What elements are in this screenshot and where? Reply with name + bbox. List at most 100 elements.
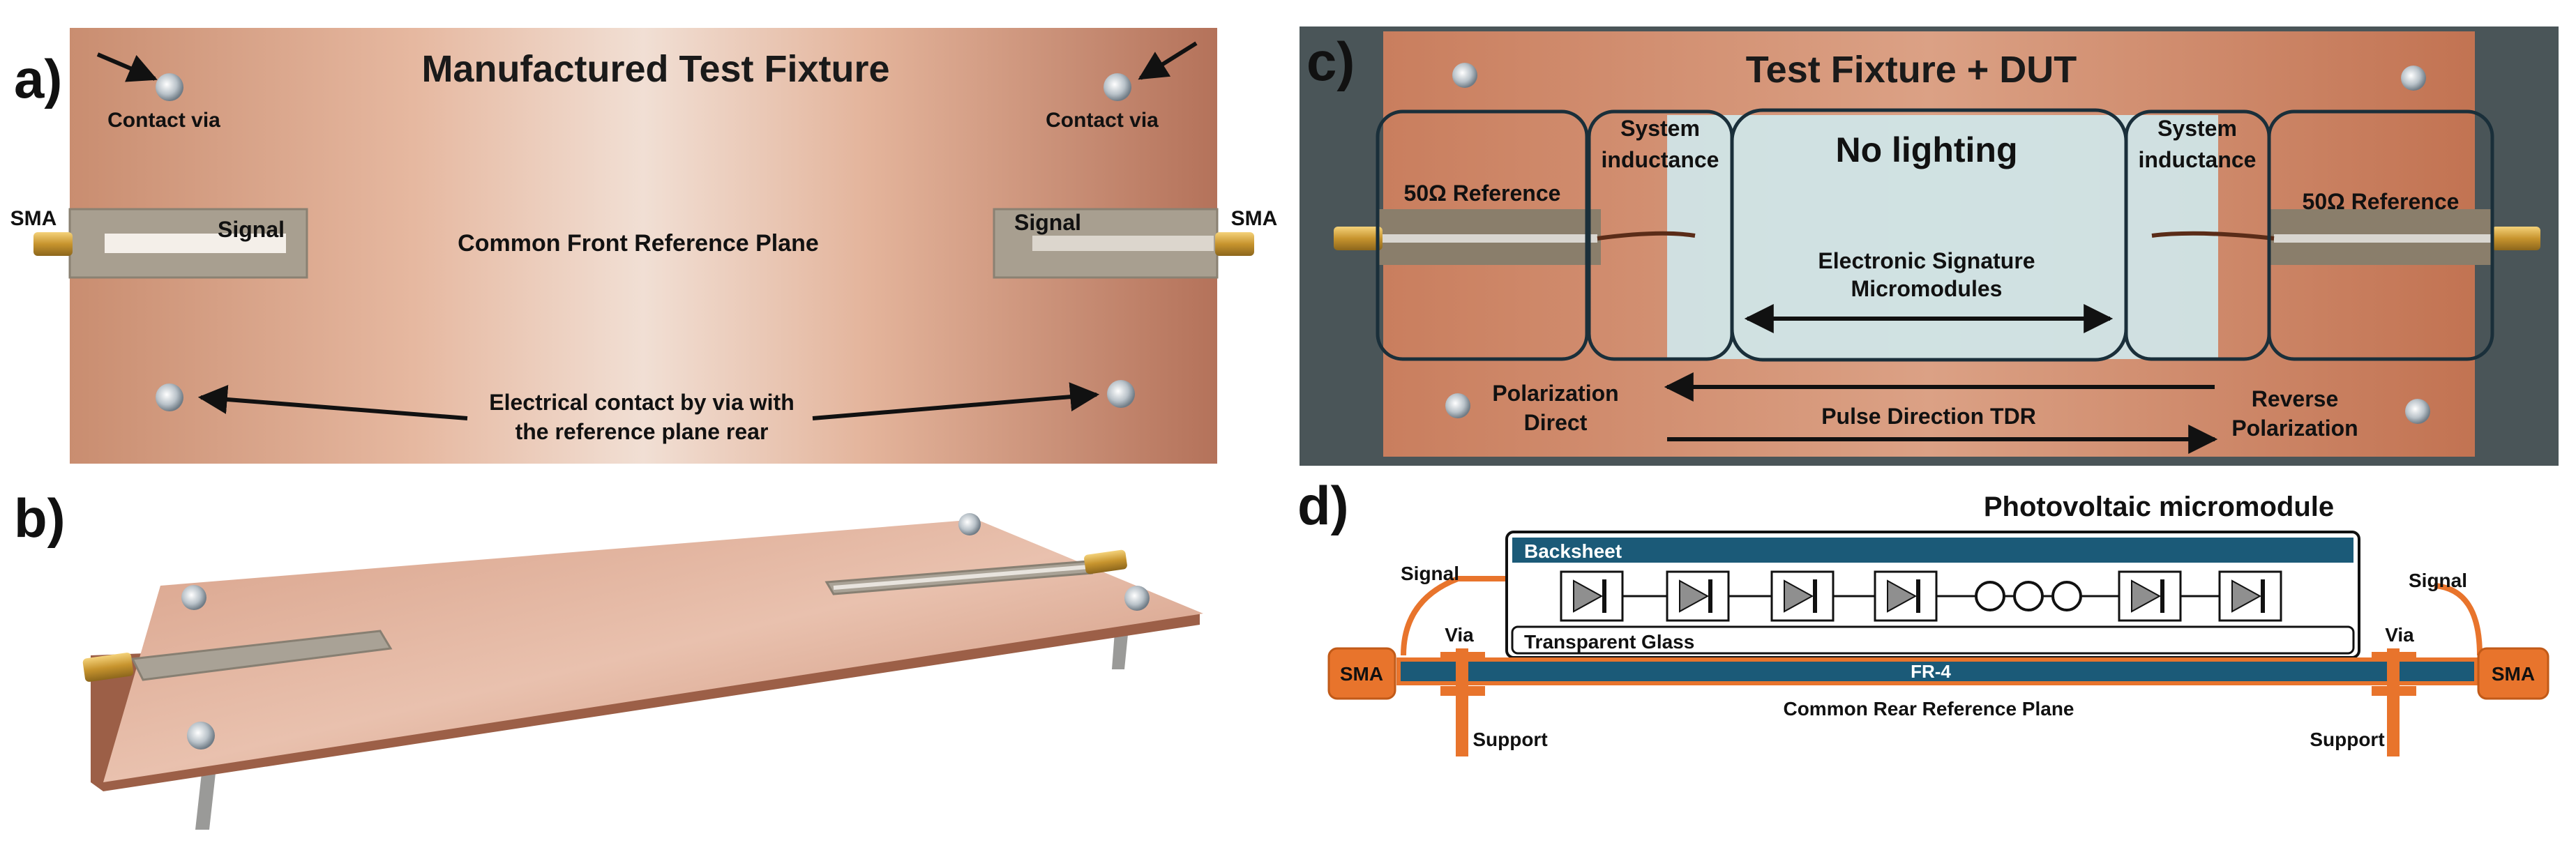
panel-a-label: a) [14, 48, 62, 109]
panel-a-sma-left-label: SMA [10, 207, 57, 230]
panel-a-via-top-right [1104, 73, 1131, 101]
panel-a-signal-trace-right [1032, 236, 1214, 251]
panel-b-label: b) [14, 487, 66, 549]
panel-a-sma-connector-left [33, 232, 73, 256]
panel-c-ref-right: 50Ω Reference [2303, 189, 2460, 214]
panel-c-via-bottom-left [1445, 393, 1470, 418]
panel-a-arrow-contact-left [96, 52, 158, 82]
panel-d-ellipsis-dot-2 [2013, 581, 2044, 611]
pv-cell [1560, 570, 1624, 622]
panel-a-contact-via-left: Contact via [107, 109, 220, 132]
panel-a-signal-right-label: Signal [1014, 210, 1081, 235]
pv-cell-box [2118, 570, 2182, 622]
diode-icon [1573, 579, 1604, 613]
panel-d-via-right-label: Via [2385, 624, 2414, 646]
panel-d-title: Photovoltaic micromodule [1984, 492, 2334, 522]
pv-cell [2118, 570, 2182, 622]
panel-d-common-rear-label: Common Rear Reference Plane [1783, 698, 2074, 720]
panel-c-pol-reverse-1: Reverse [2252, 386, 2339, 411]
panel-d-label: d) [1297, 475, 1349, 536]
pv-cell [1666, 570, 1730, 622]
panel-a-via-bottom-left [156, 383, 183, 411]
panel-d-signal-left-label: Signal [1401, 563, 1459, 584]
panel-b-via-3 [1124, 586, 1150, 611]
panel-d-fr4-label: FR-4 [1911, 661, 1951, 682]
panel-d-sma-right [2477, 647, 2549, 700]
pv-cell-box [1874, 570, 1938, 622]
panel-b-via-2 [958, 513, 981, 535]
panel-c-sma-left [1334, 227, 1383, 250]
panel-b-leg-front [195, 767, 216, 830]
panel-d-signal-arc-left [1401, 576, 1507, 656]
panel-c-pol-direct-2: Direct [1524, 410, 1588, 435]
panel-a-arrow-via-right [812, 382, 1100, 420]
panel-b-trace-line-right [833, 565, 1089, 590]
panel-a-sma-connector-right [1215, 232, 1254, 256]
panel-c-label: c) [1306, 31, 1355, 92]
panel-d-sma-left [1327, 647, 1396, 700]
panel-c-wire-right [2151, 231, 2275, 241]
pv-cell [1770, 570, 1835, 622]
pv-cell-box [1560, 570, 1624, 622]
diode-icon [2231, 579, 2262, 613]
pv-cell [1874, 570, 1938, 622]
panel-d-ellipsis-dot-3 [2051, 581, 2082, 611]
panel-c-title: Test Fixture + DUT [1746, 49, 2077, 91]
panel-a-signal-left-label: Signal [218, 217, 285, 242]
panel-b-trace-left [130, 630, 393, 681]
panel-d-glass-label: Transparent Glass [1524, 631, 1694, 653]
panel-c-sys-ind-right-1: System [2157, 116, 2237, 141]
panel-d-signal-arc-right [2434, 583, 2483, 656]
panel-d-glass-bar [1511, 625, 2355, 655]
panel-c-pulse-dir: Pulse Direction TDR [1821, 404, 2036, 429]
panel-d-support-left-label: Support [1472, 729, 1547, 750]
panel-d-backsheet-label: Backsheet [1524, 540, 1622, 562]
panel-c-pol-reverse-2: Polarization [2231, 416, 2358, 441]
panel-d-ellipsis-dot-1 [1975, 581, 2005, 611]
panel-d-cells [1560, 570, 2282, 622]
panel-d-fr4-bar [1396, 657, 2478, 685]
panel-a-title: Manufactured Test Fixture [421, 48, 889, 90]
panel-a-arrow-via-left [197, 385, 468, 420]
panel-b-sma-left [82, 653, 134, 682]
panel-c-sys-ind-right-2: inductance [2139, 147, 2257, 172]
panel-a-signal-slot-left [105, 234, 286, 253]
panel-d-support-right-label: Support [2310, 729, 2384, 750]
panel-a-center-label: Common Front Reference Plane [458, 230, 819, 257]
diode-icon [2131, 579, 2162, 613]
panel-d-via-left-label: Via [1445, 624, 1474, 646]
panel-c-esm-1: Electronic Signature [1818, 248, 2035, 273]
panel-a-sma-right-label: SMA [1231, 207, 1278, 230]
panel-c-via-top-left [1452, 63, 1477, 88]
panel-c-ref-left: 50Ω Reference [1404, 181, 1561, 206]
panel-b-via-4 [187, 722, 215, 750]
panel-c-esm-2: Micromodules [1851, 276, 2003, 301]
panel-c-pol-direct-1: Polarization [1492, 381, 1618, 406]
panel-b-sma-right [1084, 549, 1127, 575]
panel-b: b) [14, 487, 1203, 830]
panel-c-via-top-right [2401, 66, 2426, 91]
panel-a-contact-via-right: Contact via [1046, 109, 1159, 132]
panel-d-backsheet-bar [1512, 538, 2353, 563]
diode-icon [1784, 579, 1814, 613]
panel-c: c) Test Fixture + DUT 50Ω Reference 50 [1300, 26, 2559, 466]
panel-c-sma-right [2492, 227, 2540, 250]
panel-a-electrical-contact-1: Electrical contact by via with [489, 390, 794, 415]
panel-d: d) Photovoltaic micromodule Backsheet Tr… [1297, 475, 2549, 756]
panel-c-sys-ind-left-2: inductance [1602, 147, 1719, 172]
panel-d-support-left [1456, 648, 1468, 756]
panel-a-via-top-left [156, 73, 183, 101]
panel-d-signal-right-label: Signal [2409, 570, 2467, 591]
panel-c-via-bottom-right [2405, 399, 2430, 424]
diode-icon [1679, 579, 1710, 613]
panel-a: a) Manufactured Test Fixture Contact via… [10, 28, 1278, 464]
panel-a-arrow-contact-right [1138, 41, 1198, 80]
panel-c-region-ref-left [1376, 109, 1589, 361]
panel-b-via-1 [181, 585, 206, 610]
panel-c-no-lighting: No lighting [1835, 130, 2017, 169]
panel-d-sma-left-label: SMA [1340, 663, 1383, 685]
panel-c-sys-ind-left-1: System [1620, 116, 1700, 141]
diode-icon [1887, 579, 1918, 613]
panel-a-electrical-contact-2: the reference plane rear [515, 419, 769, 444]
